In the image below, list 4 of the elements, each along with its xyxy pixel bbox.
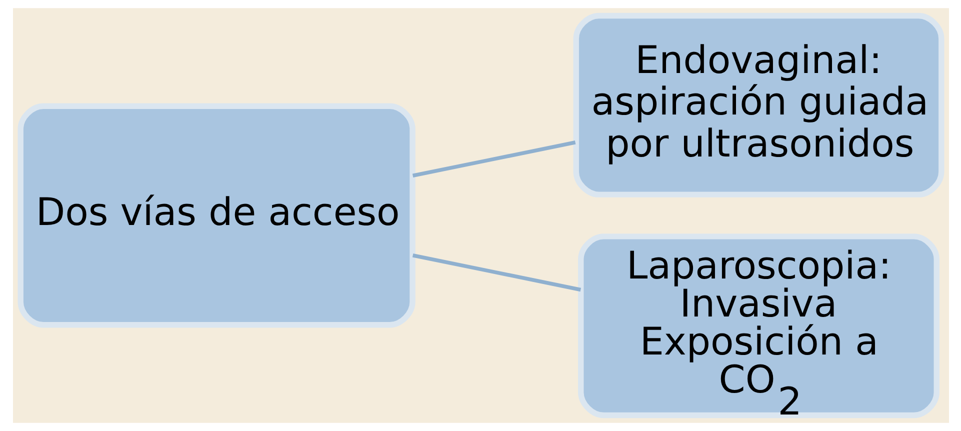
node-box: Dos vías de acceso <box>17 103 415 328</box>
connector <box>412 140 576 178</box>
node-box: Endovaginal: aspiración guiada por ultrasonidos <box>572 12 944 198</box>
connector <box>412 253 581 292</box>
